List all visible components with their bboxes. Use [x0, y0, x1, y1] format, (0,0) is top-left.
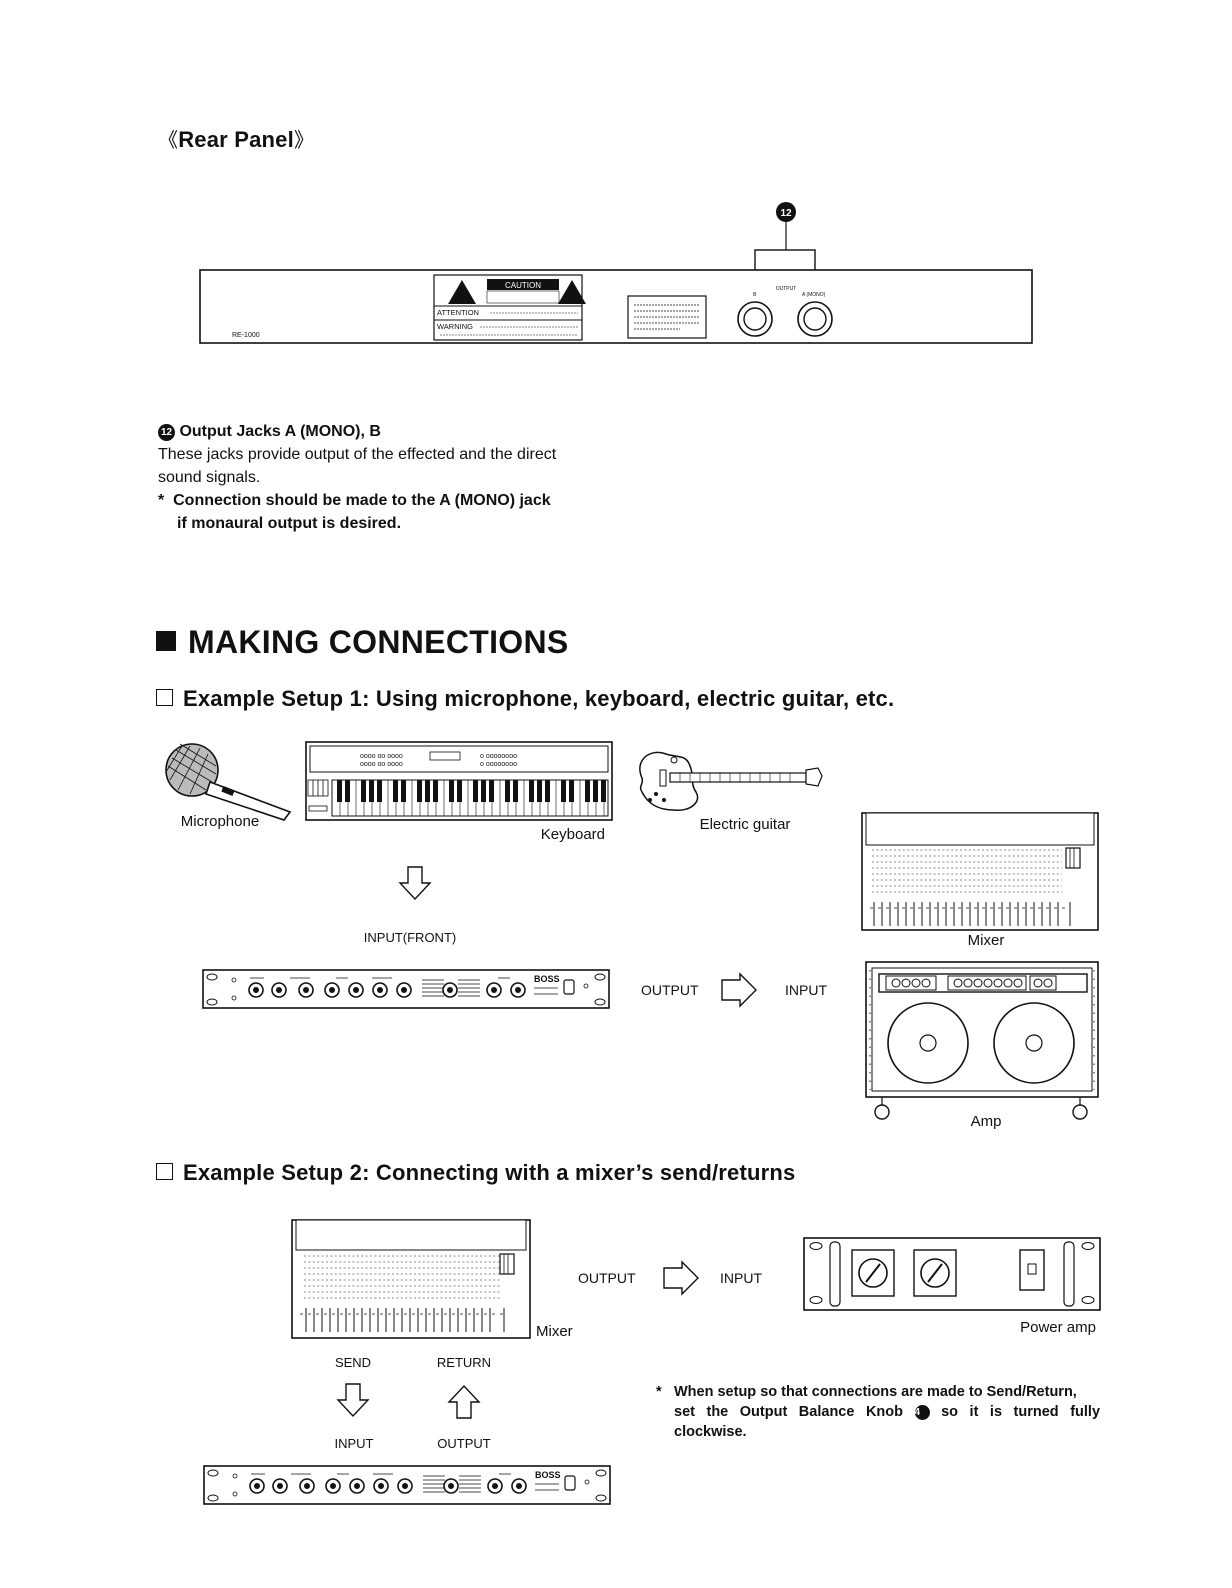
power-amp-label: Power amp: [1020, 1319, 1096, 1336]
microphone-icon: [165, 743, 292, 821]
output-jacks-desc-2: sound signals.: [158, 469, 261, 486]
fcc-sticker: [627, 295, 707, 339]
caution-sticker: CAUTION ATTENTION WARNING: [433, 274, 586, 341]
return-label: RETURN: [437, 1355, 491, 1370]
re1000-front-unit: BOSS: [202, 969, 610, 1009]
rear-panel-title: Rear Panel: [178, 127, 294, 152]
checkbox-square-icon: [156, 689, 173, 706]
setup2-note-line-1: When setup so that connections are made …: [674, 1384, 1077, 1400]
mixer-icon: [861, 812, 1099, 931]
jack-b-label: B: [753, 292, 757, 298]
arrow-right-icon: [721, 972, 757, 1008]
microphone-label: Microphone: [181, 813, 259, 830]
mixer-label-2: Mixer: [536, 1323, 573, 1340]
setup1-input-label: INPUT: [785, 982, 827, 998]
setup2-diagram: Mixer OUTPUT INPUT Power amp SEND RETURN…: [203, 1219, 1101, 1505]
setup1-output-label: OUTPUT: [641, 982, 699, 998]
svg-text:WARNING: WARNING: [437, 322, 473, 331]
rear-panel-heading: 《Rear Panel》: [158, 127, 315, 152]
jack-a-mono: [797, 301, 833, 337]
svg-text:oooo oo oooo: oooo oo oooo: [360, 761, 403, 768]
output-jacks-note-2: if monaural output is desired.: [177, 515, 402, 532]
setup2-input-label: INPUT: [720, 1270, 762, 1286]
setup2-output-label: OUTPUT: [578, 1270, 636, 1286]
setup2-heading: Example Setup 2: Connecting with a mixer…: [156, 1160, 795, 1186]
input-front-label: INPUT(FRONT): [364, 930, 456, 945]
arrow-up-icon: [447, 1384, 481, 1419]
rear-panel-diagram: 12 RE-1000 CAUTION ATTENTION WARNING OUT…: [199, 202, 1033, 344]
setup2-note: * When setup so that connections are mad…: [656, 1384, 1101, 1440]
arrow-down-icon: [398, 866, 432, 901]
output-jacks-section: 12 Output Jacks A (MONO), B These jacks …: [158, 420, 628, 535]
mixer-label-1: Mixer: [968, 932, 1005, 949]
setup2-note-line-2: set the Output Balance Knob 4 so it is t…: [674, 1404, 1101, 1420]
jack-b: [737, 301, 773, 337]
svg-text:BOSS: BOSS: [534, 974, 560, 984]
svg-text:o oooooooo: o oooooooo: [480, 761, 517, 768]
mixer-icon-2: [291, 1219, 531, 1339]
re1000-front-unit-2: BOSS: [203, 1465, 611, 1505]
output-below-label: OUTPUT: [437, 1436, 491, 1451]
svg-text:BOSS: BOSS: [535, 1470, 561, 1480]
arrow-right-icon-2: [663, 1260, 699, 1296]
arrow-down-icon-2: [336, 1383, 370, 1418]
setup1-diagram: Microphone oooo oo oooo oooo oo oooo o o…: [165, 741, 1099, 1130]
svg-text:ATTENTION: ATTENTION: [437, 308, 479, 317]
power-amp-icon: [803, 1237, 1101, 1311]
amp-label: Amp: [971, 1113, 1002, 1130]
output-label: OUTPUT: [776, 286, 797, 292]
output-jacks-note: * Connection should be made to the A (MO…: [158, 492, 551, 509]
jack-a-label: A (MONO): [802, 292, 826, 298]
svg-text:oooo oo oooo: oooo oo oooo: [360, 753, 403, 760]
knob-4-icon: 4: [914, 1405, 930, 1420]
making-connections-heading: MAKING CONNECTIONS: [156, 624, 569, 661]
rear-panel-body: [199, 269, 1033, 344]
electric-guitar-label: Electric guitar: [700, 816, 791, 833]
setup1-heading: Example Setup 1: Using microphone, keybo…: [156, 686, 894, 712]
keyboard-icon: oooo oo oooo oooo oo oooo o oooooooo o o…: [305, 741, 613, 821]
send-label: SEND: [335, 1355, 371, 1370]
amp-icon: [865, 961, 1099, 1120]
output-jacks-title: 12 Output Jacks A (MONO), B: [158, 420, 628, 443]
svg-text:CAUTION: CAUTION: [505, 281, 541, 290]
setup2-note-line-3: clockwise.: [674, 1424, 747, 1440]
checkbox-square-icon-2: [156, 1163, 173, 1180]
callout-12-icon: [776, 202, 796, 222]
keyboard-label: Keyboard: [541, 826, 605, 843]
callout-12-number: 12: [780, 208, 792, 219]
output-jacks-desc-1: These jacks provide output of the effect…: [158, 446, 557, 463]
number-12-icon: 12: [158, 424, 175, 441]
electric-guitar-icon: [639, 751, 823, 811]
model-label: RE-1000: [232, 332, 260, 339]
svg-text:o oooooooo: o oooooooo: [480, 753, 517, 760]
input-below-label: INPUT: [335, 1436, 374, 1451]
black-square-icon: [156, 631, 176, 651]
